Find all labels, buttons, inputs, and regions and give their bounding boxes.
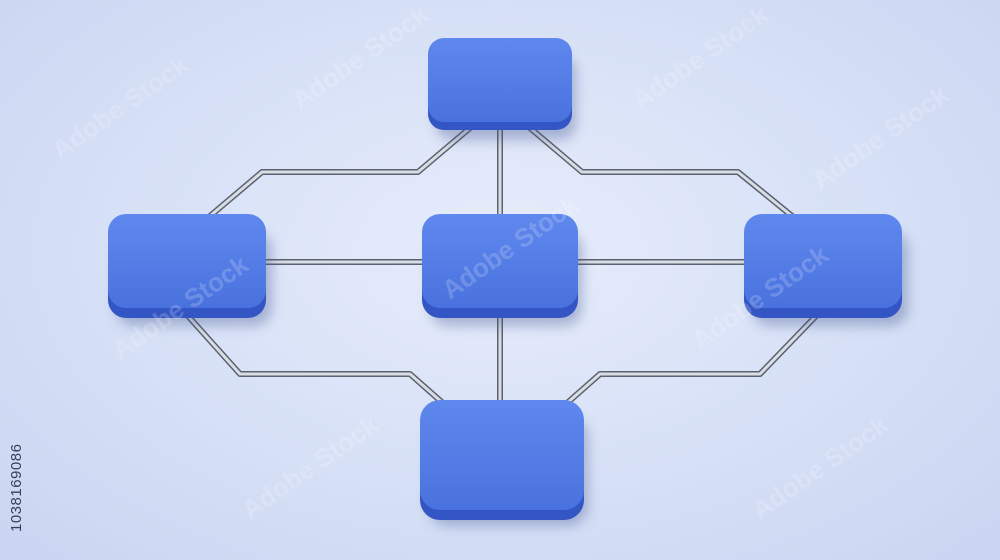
node-left <box>108 214 272 326</box>
svg-text:Adobe Stock: Adobe Stock <box>286 0 434 115</box>
wire-right-bottom <box>563 313 819 407</box>
svg-text:Adobe Stock: Adobe Stock <box>746 409 894 525</box>
node-bottom <box>420 400 588 526</box>
node-top <box>428 38 576 140</box>
wire-top-right <box>527 125 795 219</box>
node-center <box>422 214 582 326</box>
wire-top-left <box>207 125 473 219</box>
svg-text:Adobe Stock: Adobe Stock <box>46 49 194 165</box>
svg-text:Adobe Stock: Adobe Stock <box>806 79 954 195</box>
node-right <box>744 214 908 326</box>
svg-text:Adobe Stock: Adobe Stock <box>626 0 774 115</box>
stock-id-label: 1038169086 <box>8 443 25 532</box>
connectors <box>185 122 819 407</box>
wire-left-bottom <box>185 313 447 407</box>
svg-text:Adobe Stock: Adobe Stock <box>236 409 384 525</box>
